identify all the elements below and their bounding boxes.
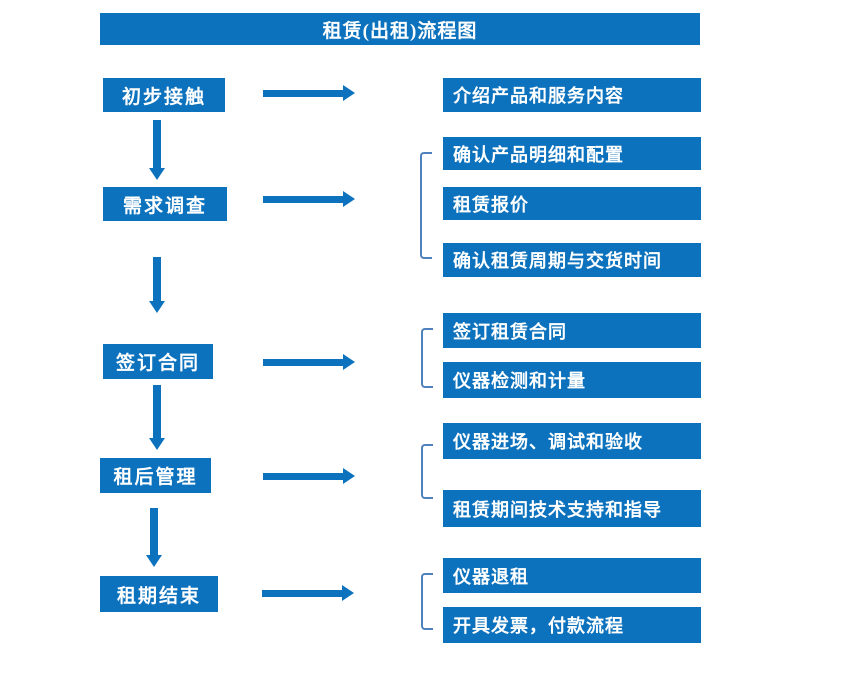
- step-box-demand-survey: 需求调查: [103, 187, 227, 221]
- arrow-head-icon: [343, 354, 355, 370]
- detail-box-invoice-payment: 开具发票，付款流程: [443, 607, 701, 643]
- arrow-shaft: [262, 589, 342, 597]
- diagram-title: 租赁(出租)流程图: [100, 13, 700, 45]
- detail-box-instrument-inspection: 仪器检测和计量: [443, 362, 701, 398]
- down-arrow-to-demand-survey: [149, 120, 165, 180]
- bracket-rental-end-group: [421, 573, 433, 630]
- detail-box-instrument-setup-acceptance: 仪器进场、调试和验收: [443, 423, 701, 459]
- arrow-shaft: [263, 89, 343, 97]
- arrow-shaft: [263, 472, 343, 480]
- step-box-rental-end: 租期结束: [100, 576, 218, 612]
- detail-box-confirm-period-delivery: 确认租赁周期与交货时间: [443, 243, 701, 277]
- bracket-post-rental-group: [421, 444, 433, 499]
- detail-box-intro-products-services: 介绍产品和服务内容: [443, 78, 701, 112]
- down-arrow-to-rental-end: [146, 508, 162, 567]
- detail-box-rental-quote: 租赁报价: [443, 187, 701, 220]
- detail-box-sign-rental-contract: 签订租赁合同: [443, 313, 701, 348]
- arrow-shaft: [263, 358, 343, 366]
- arrow-head-icon: [343, 191, 355, 207]
- detail-box-confirm-product-config: 确认产品明细和配置: [443, 137, 701, 170]
- down-arrow-to-sign-contract: [149, 257, 165, 313]
- arrow-head-icon: [342, 585, 354, 601]
- arrow-shaft: [153, 385, 161, 438]
- arrow-head-icon: [149, 438, 165, 450]
- down-arrow-to-post-rental-management: [149, 385, 165, 450]
- step-box-post-rental-management: 租后管理: [100, 458, 211, 493]
- detail-box-instrument-return: 仪器退租: [443, 558, 701, 593]
- arrow-shaft: [150, 508, 158, 555]
- bracket-sign-contract-group: [421, 328, 433, 388]
- bracket-demand-survey-group: [420, 152, 432, 259]
- arrow-head-icon: [343, 468, 355, 484]
- step-box-initial-contact: 初步接触: [103, 78, 225, 112]
- arrow-shaft: [263, 195, 343, 203]
- arrow-head-icon: [146, 555, 162, 567]
- arrow-head-icon: [149, 168, 165, 180]
- detail-box-rental-tech-support: 租赁期间技术支持和指导: [443, 490, 701, 527]
- step-box-sign-contract: 签订合同: [103, 344, 213, 379]
- arrow-shaft: [153, 257, 161, 301]
- arrow-head-icon: [149, 301, 165, 313]
- arrow-head-icon: [343, 85, 355, 101]
- arrow-shaft: [153, 120, 161, 168]
